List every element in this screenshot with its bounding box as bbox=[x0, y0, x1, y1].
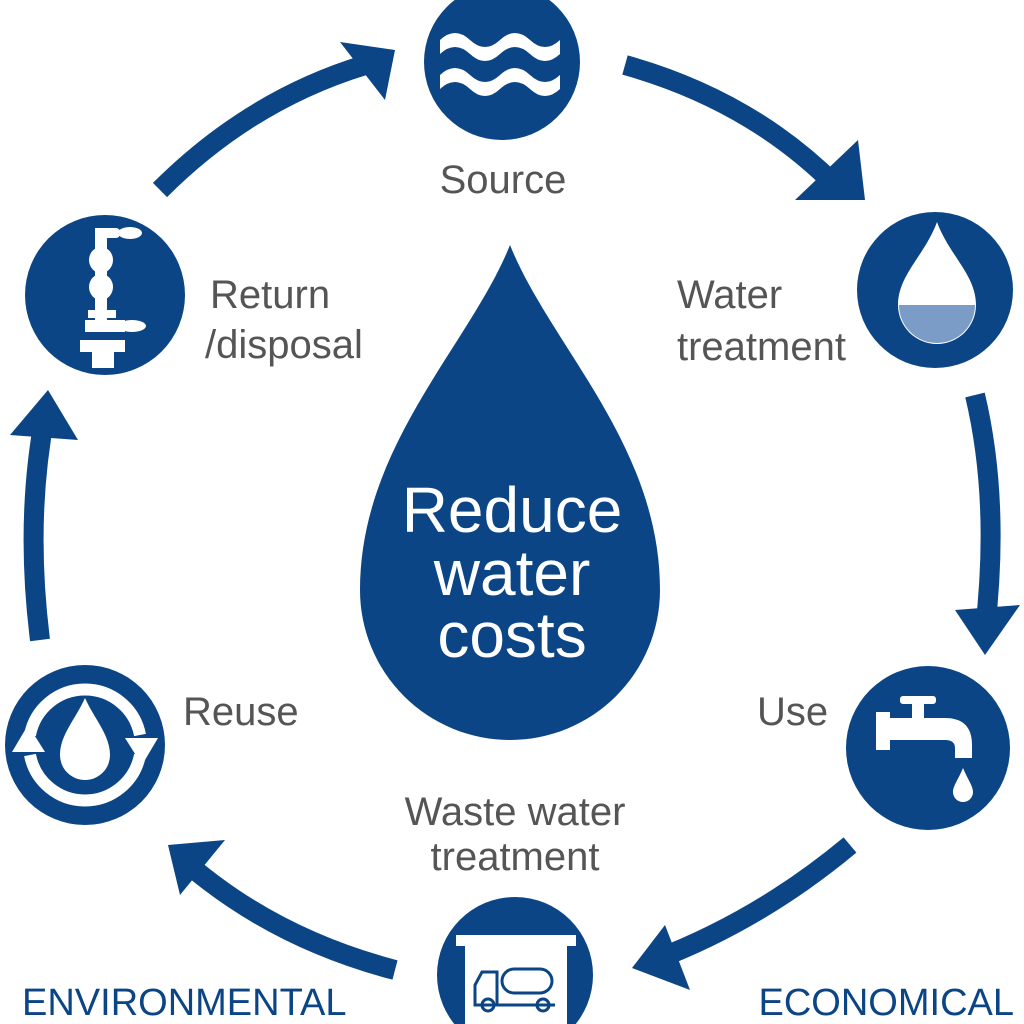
truck-garage-icon bbox=[437, 897, 593, 1024]
label-waste-water-treatment-2: treatment bbox=[431, 835, 600, 879]
faucet-icon bbox=[846, 666, 1010, 830]
arrow-treatment-to-use bbox=[955, 392, 1020, 655]
center-text-line3: costs bbox=[437, 599, 586, 671]
recycle-drop-icon bbox=[5, 665, 165, 825]
source-icon bbox=[424, 0, 580, 140]
water-treatment-icon bbox=[857, 212, 1013, 368]
label-waste-water-treatment-1: Waste water bbox=[405, 790, 626, 834]
label-return-disposal-1: Return bbox=[210, 273, 330, 317]
arrow-use-to-waste bbox=[632, 837, 857, 990]
label-return-disposal-2: /disposal bbox=[205, 323, 363, 367]
category-environmental: ENVIRONMENTAL bbox=[22, 982, 346, 1024]
arrow-waste-to-reuse bbox=[168, 840, 398, 980]
arrow-source-to-treatment bbox=[622, 55, 865, 200]
wellhead-icon bbox=[25, 215, 185, 375]
label-source: Source bbox=[440, 158, 567, 202]
arrow-reuse-to-return bbox=[10, 390, 78, 642]
center-text-line1: Reduce bbox=[402, 474, 623, 546]
label-reuse: Reuse bbox=[183, 690, 299, 734]
center-text-line2: water bbox=[433, 537, 591, 609]
arrow-return-to-source bbox=[152, 42, 395, 198]
center-drop bbox=[360, 245, 660, 740]
category-economical: ECONOMICAL bbox=[759, 982, 1014, 1024]
label-use: Use bbox=[757, 690, 828, 734]
label-water-treatment-1: Water bbox=[677, 273, 782, 317]
label-water-treatment-2: treatment bbox=[677, 325, 846, 369]
